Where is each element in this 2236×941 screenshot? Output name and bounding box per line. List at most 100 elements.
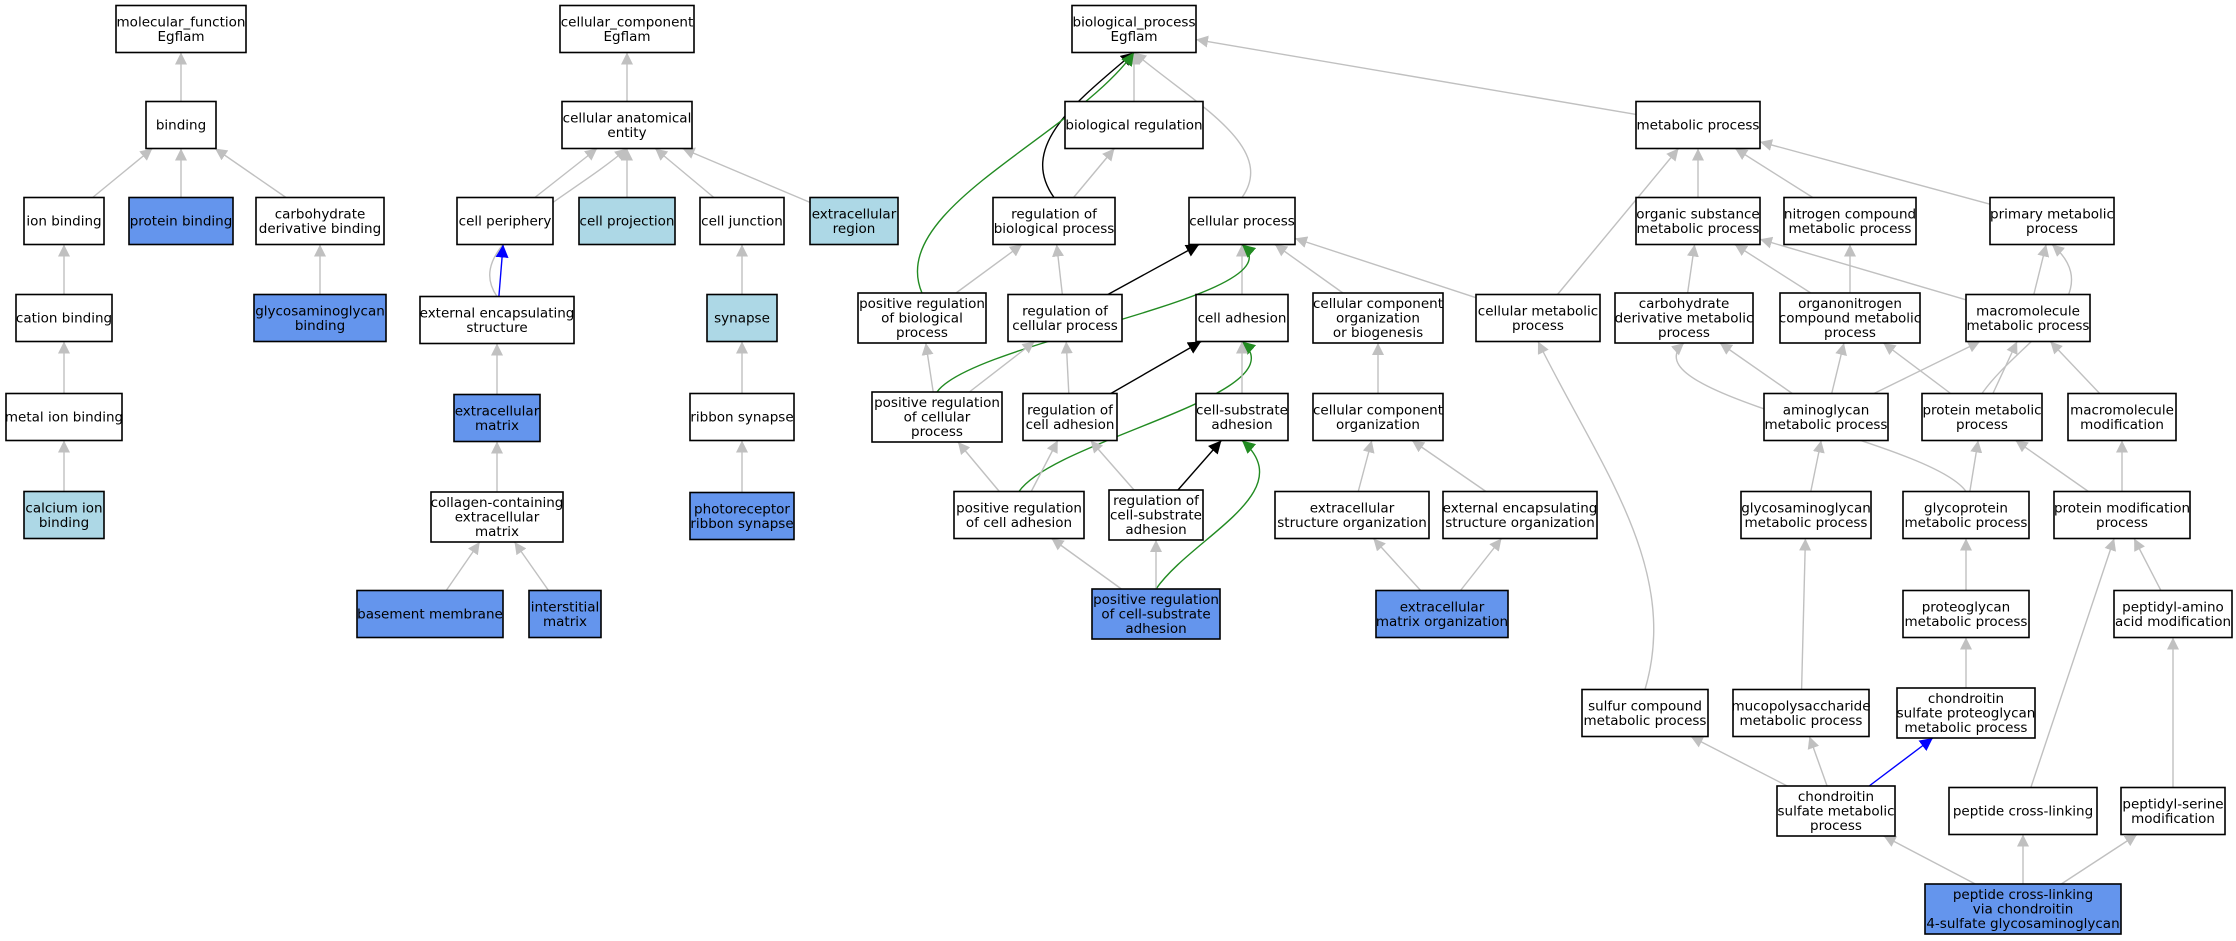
term-box bbox=[453, 393, 541, 443]
term-label-line: positive regulation bbox=[956, 500, 1082, 516]
term-label-line: metabolic process bbox=[1967, 318, 2090, 334]
edge-mucopoly-to-gagmp bbox=[1799, 538, 1812, 690]
term-box bbox=[430, 491, 564, 543]
edge-extenc-to-cper bbox=[495, 244, 509, 297]
term-label-line: regulation of bbox=[1011, 206, 1098, 222]
term-label-line: Egflam bbox=[1110, 29, 1157, 45]
edge-macromet-to-primary bbox=[2033, 244, 2050, 295]
term-box bbox=[1007, 293, 1123, 343]
term-label-line: binding bbox=[39, 515, 89, 531]
term-label-line: metabolic process bbox=[1637, 118, 1760, 134]
edge-cellp-to-bp bbox=[1133, 51, 1252, 198]
term-box bbox=[1783, 196, 1917, 246]
edge-posregca-to-posregcp bbox=[957, 441, 1000, 492]
edge-posregbp-to-regbp bbox=[955, 243, 1023, 294]
term-label-line: process bbox=[1956, 417, 2008, 433]
edge-protmod-to-protmp bbox=[2015, 439, 2089, 493]
term-label-line: extracellular bbox=[1400, 599, 1485, 615]
edge-exso-to-ccorg bbox=[1357, 440, 1375, 492]
term-label-line: cellular anatomical bbox=[563, 110, 692, 126]
term-label-line: photoreceptor bbox=[694, 501, 790, 517]
term-label-line: via chondroitin bbox=[1973, 902, 2074, 918]
edge-metab-to-bp bbox=[1195, 35, 1637, 116]
term-label-line: metabolic process bbox=[1740, 713, 1863, 729]
term-box bbox=[1312, 292, 1444, 344]
term-box bbox=[1902, 490, 2030, 540]
term-label-line: metal ion binding bbox=[5, 410, 123, 426]
term-label-line: organic substance bbox=[1636, 206, 1759, 222]
term-label-line: peptidyl-serine bbox=[2122, 796, 2223, 812]
term-label-line: protein metabolic bbox=[1922, 402, 2041, 418]
term-label-line: 4-sulfate glycosaminoglycan bbox=[1926, 916, 2119, 932]
edge-regbp-to-bioreg bbox=[1073, 148, 1115, 198]
term-label-line: protein modification bbox=[2054, 500, 2190, 516]
term-label-line: proteoglycan bbox=[1922, 599, 2011, 615]
term-label-line: cellular metabolic bbox=[1478, 303, 1598, 319]
term-label-line: sulfate proteoglycan bbox=[1897, 706, 2036, 722]
term-label-line: cellular process bbox=[1012, 318, 1118, 334]
term-node-cellp: cellular process bbox=[1188, 196, 1296, 246]
edge-amgmp-to-carbdmp bbox=[1719, 342, 1793, 395]
term-box bbox=[809, 196, 899, 246]
edge-protmp-to-organonit bbox=[1882, 342, 1952, 395]
term-label-line: cellular component bbox=[1313, 402, 1443, 418]
term-box bbox=[706, 293, 778, 343]
term-label-line: cell junction bbox=[701, 214, 783, 230]
edge-regcp-to-cellp bbox=[1107, 243, 1200, 296]
term-label-line: matrix bbox=[543, 614, 587, 630]
term-node-cjunc: cell junction bbox=[699, 196, 785, 246]
term-label-line: process bbox=[896, 325, 948, 341]
term-label-line: adhesion bbox=[1211, 417, 1272, 433]
term-label-line: process bbox=[1512, 318, 1564, 334]
term-label-line: Egflam bbox=[157, 29, 204, 45]
term-label-line: synapse bbox=[714, 311, 770, 327]
edge-cjunc-to-cae bbox=[654, 147, 715, 199]
term-box bbox=[699, 196, 785, 246]
edge-extenco-to-ccorg bbox=[1411, 439, 1487, 493]
term-box bbox=[456, 196, 554, 246]
term-label-line: of biological bbox=[881, 311, 963, 327]
term-box bbox=[1581, 688, 1709, 738]
edge-posregcsa-to-csadh bbox=[1155, 439, 1260, 590]
term-label-line: protein binding bbox=[130, 214, 233, 230]
term-label-line: biological regulation bbox=[1065, 118, 1202, 134]
term-label-line: of cell adhesion bbox=[966, 515, 1072, 531]
edge-amgmp-to-organonit bbox=[1831, 342, 1847, 394]
term-box bbox=[2113, 589, 2233, 639]
edge-glycomp-to-protmp bbox=[1969, 440, 1983, 492]
term-box bbox=[1375, 589, 1509, 639]
term-label-line: calcium ion bbox=[25, 500, 102, 516]
term-box bbox=[1948, 786, 2098, 836]
term-label-line: matrix bbox=[475, 524, 519, 540]
term-label-line: metabolic process bbox=[1905, 614, 2028, 630]
term-label-line: extracellular bbox=[455, 403, 540, 419]
term-box bbox=[1091, 588, 1221, 640]
term-label-line: cellular_component bbox=[561, 14, 693, 30]
term-node-cationb: cation binding bbox=[15, 293, 113, 343]
term-label-line: cell-substrate bbox=[1196, 402, 1288, 418]
edge-ecmorg-to-extenco bbox=[1459, 538, 1503, 591]
term-label-line: derivative binding bbox=[259, 221, 381, 237]
term-label-line: peptidyl-amino bbox=[2122, 599, 2224, 615]
term-box bbox=[253, 293, 387, 343]
edge-ionb-to-binding bbox=[92, 147, 153, 199]
edge-cellmet-to-cellp bbox=[1294, 236, 1477, 299]
